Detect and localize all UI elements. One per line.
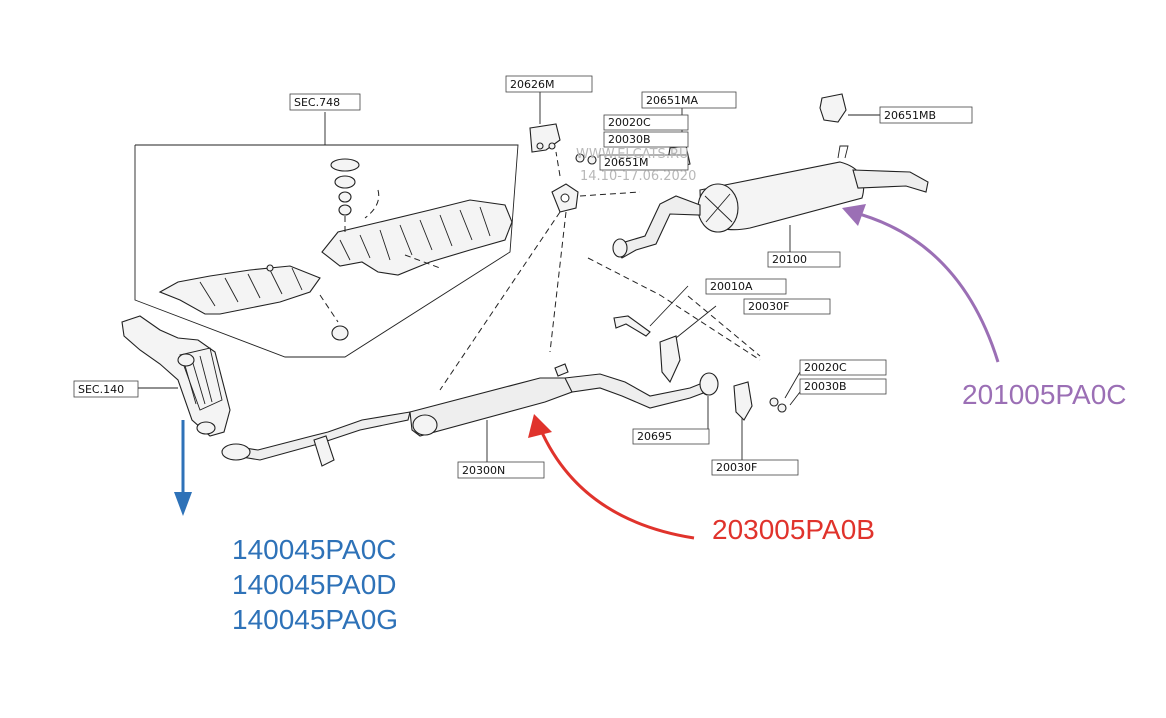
label-sec748: SEC.748 — [294, 96, 340, 109]
callout-arrows — [174, 204, 1000, 540]
heat-shield-group — [134, 112, 519, 358]
label-20651M: 20651M — [604, 156, 648, 169]
rear-muffler — [587, 145, 929, 361]
label-20651MB: 20651MB — [884, 109, 936, 122]
label-20030F-upper: 20030F — [748, 300, 789, 313]
hangers-and-brackets — [439, 92, 880, 462]
part-labels: SEC.748 SEC.140 20626M 20651MA 20651MB 2… — [73, 75, 973, 479]
label-20020C-lower: 20020C — [804, 361, 847, 374]
watermark: WWW.ELCATS.RU 14.10-17.06.2020 — [576, 147, 696, 184]
watermark-site: WWW.ELCATS.RU — [576, 147, 689, 162]
label-20030B-upper: 20030B — [608, 133, 651, 146]
watermark-date: 14.10-17.06.2020 — [580, 169, 696, 184]
label-20030F-lower: 20030F — [716, 461, 757, 474]
callout-manifold-part-number-2: 140045PA0D — [232, 569, 397, 600]
label-sec140: SEC.140 — [78, 383, 124, 396]
label-20030B-lower: 20030B — [804, 380, 847, 393]
exhaust-manifold — [121, 315, 231, 437]
callout-center-pipe-part-number: 203005PA0B — [712, 514, 875, 545]
callout-muffler-part-number: 201005PA0C — [962, 379, 1127, 410]
label-20010A: 20010A — [710, 280, 753, 293]
callout-manifold-part-number-1: 140045PA0C — [232, 534, 397, 565]
label-20100: 20100 — [772, 253, 807, 266]
label-20300N: 20300N — [462, 464, 505, 477]
label-20695: 20695 — [637, 430, 672, 443]
label-20651MA: 20651MA — [646, 94, 698, 107]
callout-manifold-part-number-3: 140045PA0G — [232, 604, 398, 635]
label-20020C-upper: 20020C — [608, 116, 651, 129]
label-20626M: 20626M — [510, 78, 554, 91]
center-pipe-assembly — [221, 363, 716, 467]
